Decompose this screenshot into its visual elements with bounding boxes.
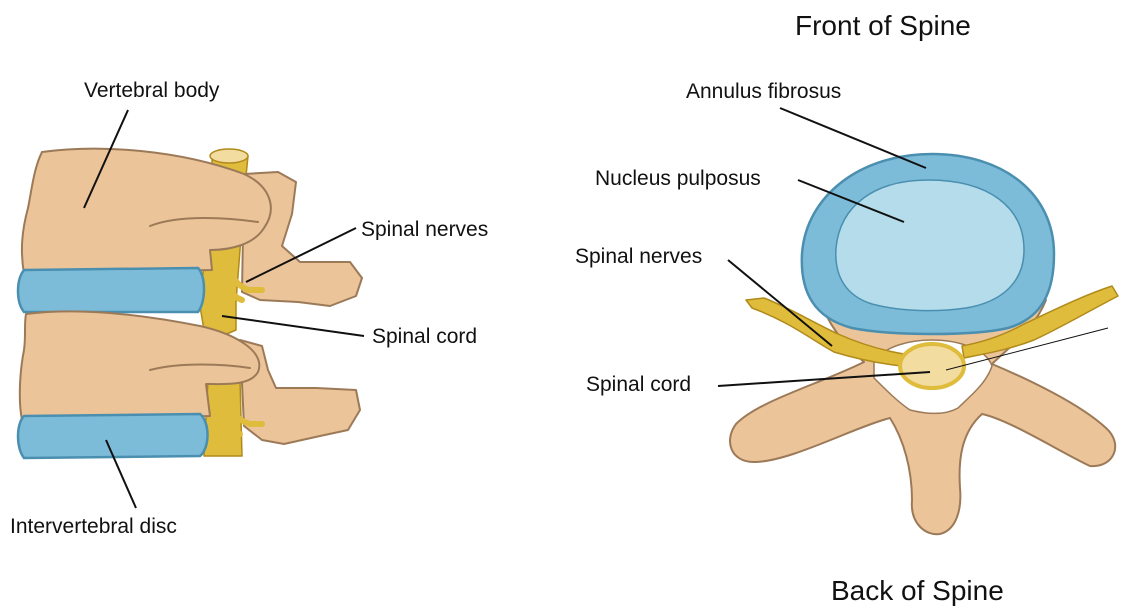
leader-side-spinal-cord bbox=[222, 316, 364, 336]
label-top-spinal-cord: Spinal cord bbox=[586, 374, 691, 395]
side-view bbox=[18, 110, 364, 508]
leader-annulus-fibrosus bbox=[780, 108, 926, 168]
lower-posterior-process bbox=[240, 340, 360, 444]
upper-intervertebral-disc bbox=[18, 268, 204, 312]
label-side-spinal-nerves: Spinal nerves bbox=[361, 219, 495, 240]
side-spinal-cord-top bbox=[210, 149, 248, 163]
label-vertebral-body: Vertebral body bbox=[84, 80, 219, 101]
nucleus-pulposus bbox=[836, 180, 1024, 311]
label-nucleus-pulposus: Nucleus pulposus bbox=[595, 168, 761, 189]
label-front-of-spine: Front of Spine bbox=[795, 12, 971, 40]
lower-intervertebral-disc bbox=[18, 414, 208, 458]
label-top-spinal-nerves: Spinal nerves bbox=[575, 246, 702, 267]
label-back-of-spine: Back of Spine bbox=[831, 577, 1004, 605]
top-view bbox=[718, 108, 1118, 534]
top-spinal-cord bbox=[900, 344, 964, 388]
label-side-spinal-cord: Spinal cord bbox=[372, 326, 477, 347]
label-annulus-fibrosus: Annulus fibrosus bbox=[686, 81, 841, 102]
label-intervertebral-disc: Intervertebral disc bbox=[10, 516, 177, 537]
